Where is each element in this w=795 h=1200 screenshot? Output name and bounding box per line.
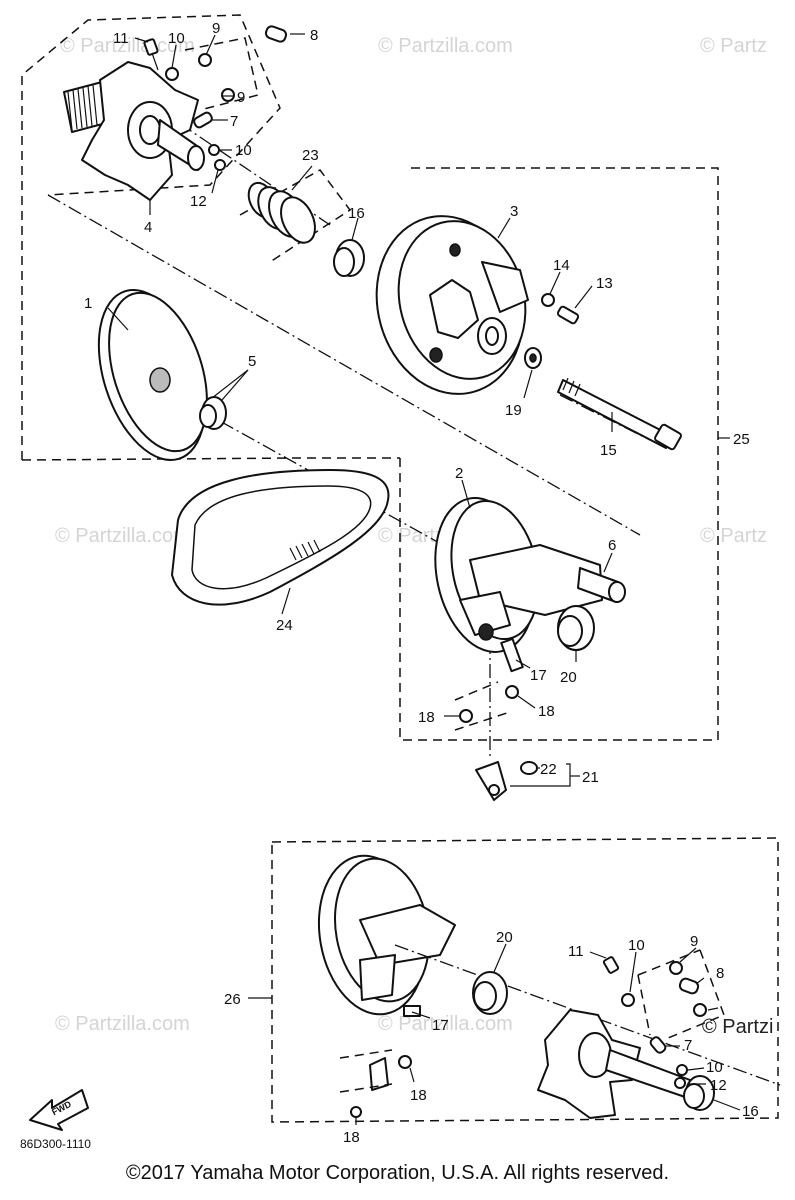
callout-11: 11: [568, 943, 584, 960]
watermark: © Partz: [700, 35, 767, 57]
sheave-part-2: [434, 497, 603, 653]
callout-7: 7: [230, 113, 238, 130]
callout-19: 19: [505, 402, 522, 419]
callout-11: 11: [113, 30, 129, 47]
callout-10: 10: [168, 30, 185, 47]
callout-12: 12: [190, 193, 207, 210]
watermark: © Partzi: [702, 1016, 773, 1038]
cover-part-3: [375, 215, 529, 395]
callout-9: 9: [690, 933, 698, 950]
bushings-part-5: [199, 396, 227, 430]
inset-assembly-26: 26 2: [224, 837, 781, 1146]
cover-hardware: [524, 293, 682, 451]
sheave-hardware: [454, 567, 626, 801]
callout-10: 10: [706, 1059, 723, 1076]
callout-6: 6: [608, 537, 616, 554]
callout-20: 20: [560, 669, 577, 686]
callout-15: 15: [600, 442, 617, 459]
callout-8: 8: [716, 965, 724, 982]
callout-18: 18: [343, 1129, 360, 1146]
watermark: © Partzilla.com: [55, 1013, 190, 1035]
watermark: © Partzilla.com: [60, 35, 195, 57]
watermark: © Partz: [700, 525, 767, 547]
callout-9: 9: [237, 89, 245, 106]
callout-5: 5: [248, 353, 256, 370]
spider-hub-part-4: [63, 61, 205, 201]
bushing-part-16: [333, 239, 365, 277]
copyright-notice: ©2017 Yamaha Motor Corporation, U.S.A. A…: [125, 1162, 670, 1184]
callout-26: 26: [224, 991, 241, 1008]
spring-part-23: [247, 181, 316, 244]
callout-10: 10: [235, 142, 252, 159]
callout-16: 16: [742, 1103, 759, 1120]
callout-24: 24: [276, 617, 293, 634]
callout-17: 17: [432, 1017, 449, 1034]
callout-14: 14: [553, 257, 570, 274]
callout-16: 16: [348, 205, 365, 222]
callout-17: 17: [530, 667, 547, 684]
callout-22: 22: [540, 761, 557, 778]
callout-1: 1: [84, 295, 92, 312]
callout-13: 13: [596, 275, 613, 292]
callout-18: 18: [418, 709, 435, 726]
callout-25: 25: [733, 431, 750, 448]
watermark: © Partzilla.com: [55, 525, 190, 547]
callout-2: 2: [455, 465, 463, 482]
callout-18: 18: [410, 1087, 427, 1104]
callout-4: 4: [144, 219, 152, 236]
watermark-layer: © Partzilla.com © Partzilla.com © Partz …: [55, 35, 767, 1035]
watermark: © Partzilla.com: [378, 1013, 513, 1035]
callout-12: 12: [710, 1077, 727, 1094]
hub-hardware: [143, 25, 288, 171]
diagram-code: 86D300-1110: [20, 1137, 91, 1151]
fixed-sheave-part-1: [97, 289, 208, 461]
callout-23: 23: [302, 147, 319, 164]
callout-20: 20: [496, 929, 513, 946]
drive-belt-part-24: [171, 469, 390, 606]
callout-3: 3: [510, 203, 518, 220]
callout-10: 10: [628, 937, 645, 954]
callout-21: 21: [582, 769, 599, 786]
callout-9: 9: [212, 20, 220, 37]
watermark: © Partzilla.com: [378, 35, 513, 57]
callout-7: 7: [684, 1037, 692, 1054]
callout-18: 18: [538, 703, 555, 720]
callout-8: 8: [310, 27, 318, 44]
fwd-arrow-icon: FWD: [29, 1089, 89, 1131]
callouts-main: 11 10 9 8 9 7 10 12 4 23 16 3 14 13 1 5 …: [84, 20, 750, 787]
